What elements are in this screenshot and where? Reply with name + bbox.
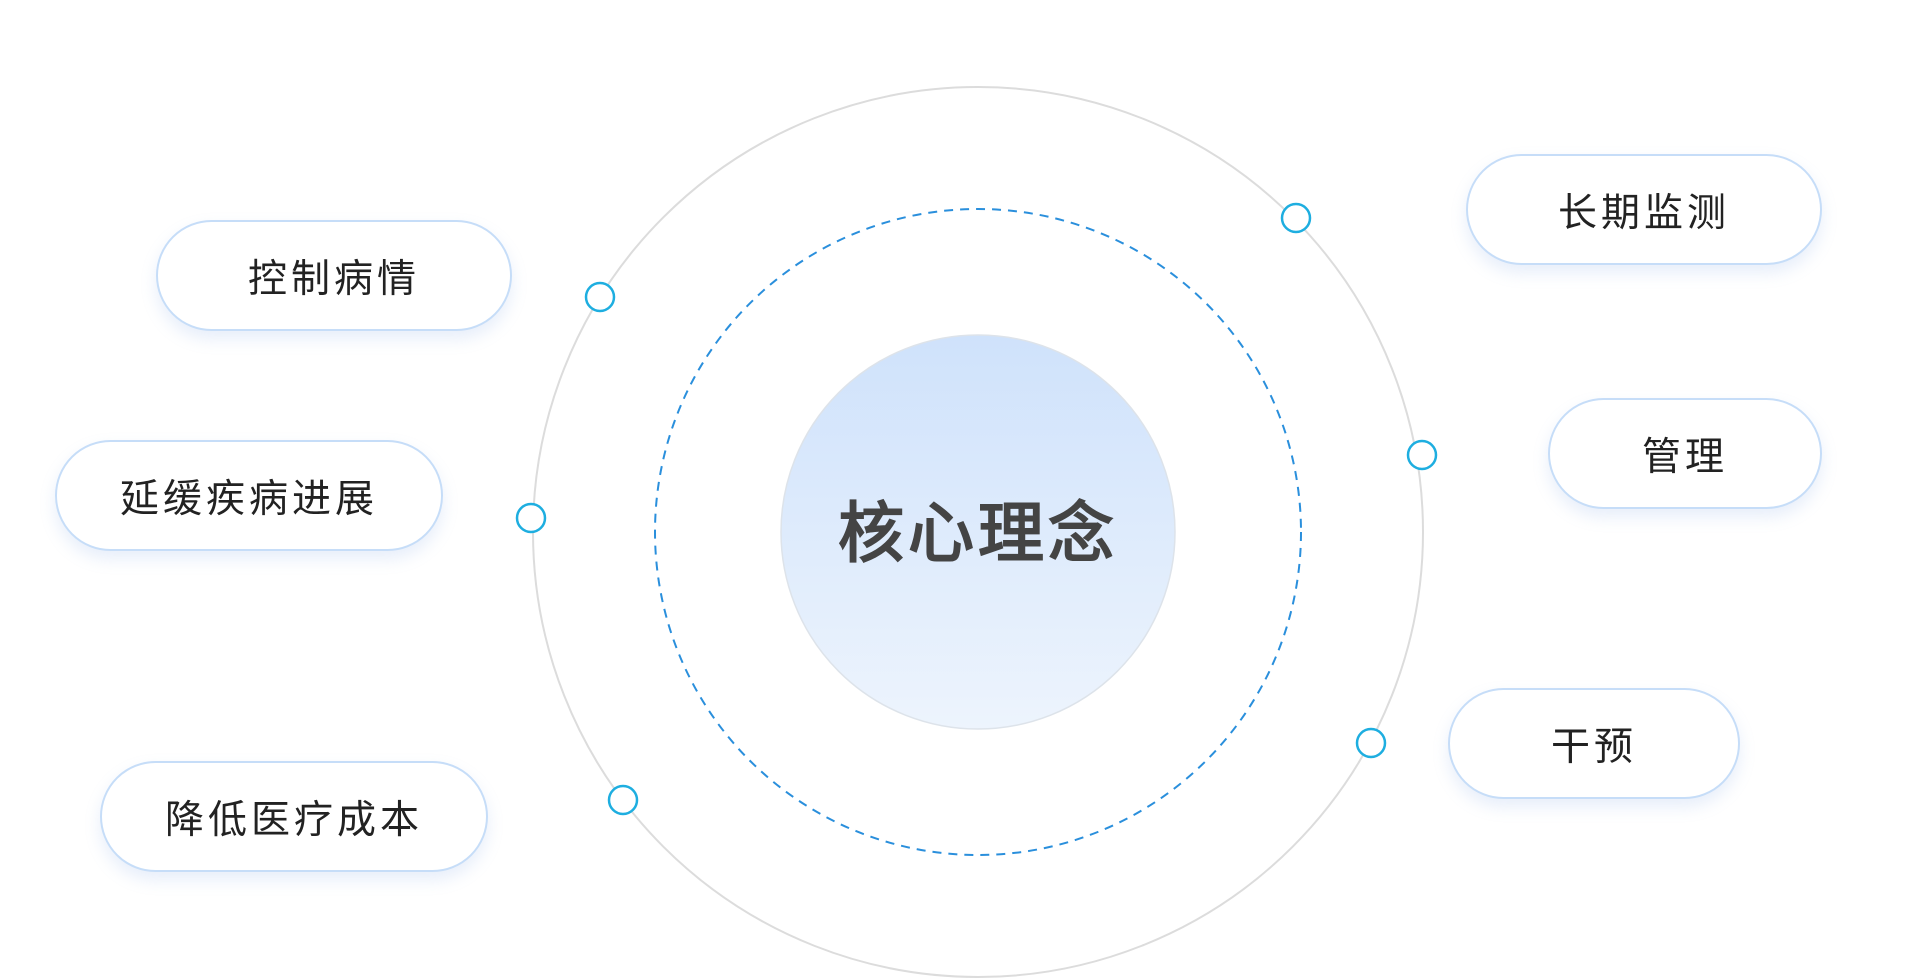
concept-pill-intervention: 干预 [1448, 688, 1740, 799]
center-label: 核心理念 [838, 495, 1118, 572]
concept-pill-label: 管理 [1641, 434, 1728, 480]
concept-pill-delay-progression: 延缓疾病进展 [55, 440, 443, 551]
dashed-ring [654, 208, 1302, 856]
concept-pill-management: 管理 [1548, 398, 1822, 509]
concept-pill-label: 控制病情 [247, 256, 420, 302]
connector-node-left-3 [607, 784, 639, 816]
connector-node-right-3 [1355, 727, 1387, 759]
concept-pill-long-term-monitoring: 长期监测 [1466, 154, 1822, 265]
concept-pill-control-condition: 控制病情 [156, 220, 512, 331]
concept-pill-label: 延缓疾病进展 [119, 476, 378, 522]
connector-node-right-1 [1280, 202, 1312, 234]
concept-pill-reduce-cost: 降低医疗成本 [100, 761, 488, 872]
concept-pill-label: 干预 [1550, 724, 1637, 770]
center-circle [780, 334, 1176, 730]
concept-pill-label: 降低医疗成本 [164, 797, 423, 843]
concept-pill-label: 长期监测 [1557, 190, 1730, 236]
connector-node-left-1 [584, 281, 616, 313]
connector-node-left-2 [515, 502, 547, 534]
connector-node-right-2 [1406, 439, 1438, 471]
